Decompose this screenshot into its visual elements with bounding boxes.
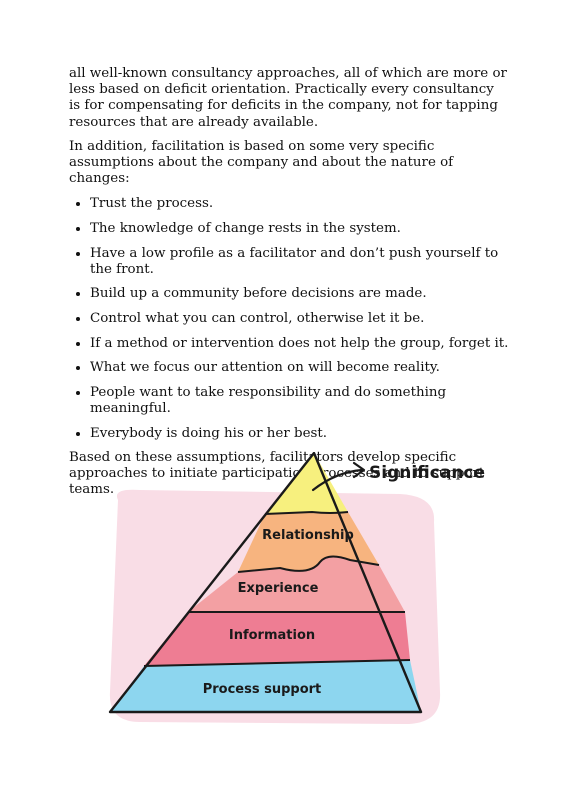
label-experience: Experience [238,581,319,596]
pyramid-level-information [144,612,410,666]
list-item: People want to take responsibility and d… [90,384,509,417]
assumptions-list: Trust the process. The knowledge of chan… [69,195,509,441]
pyramid-outline [108,452,423,714]
list-item: What we focus our attention on will beco… [90,359,509,376]
pyramid-level-process-support [110,660,421,712]
divider-line [264,510,349,515]
list-item: The knowledge of change rests in the sys… [90,220,509,237]
paragraph-assumptions-lead: In addition, facilitation is based on so… [69,138,454,187]
arrow-head-icon [352,461,366,479]
list-item: Everybody is doing his or her best. [90,425,509,442]
list-item: If a method or intervention does not hel… [90,335,509,352]
arrow-icon [311,468,364,492]
label-information: Information [229,628,315,643]
list-item: Control what you can control, otherwise … [90,310,509,327]
document-body: all well-known consultancy approaches, a… [69,66,509,506]
divider-line [237,555,380,573]
list-item: Build up a community before decisions ar… [90,285,509,302]
pyramid-figure: Significance Relationship Experience Inf… [100,452,520,732]
label-process-support: Process support [203,682,322,697]
pyramid-illustration: Significance Relationship Experience Inf… [108,452,485,724]
pyramid-apex [265,453,348,514]
list-item: Trust the process. [90,195,509,212]
divider-line [143,659,411,667]
label-significance: Significance [369,463,485,483]
label-relationship: Relationship [262,528,354,543]
pyramid-level-experience [188,556,405,612]
paragraph-intro: all well-known consultancy approaches, a… [69,66,507,130]
list-item: Have a low profile as a facilitator and … [90,245,509,278]
paragraph-conclusion: Based on these assumptions, facilitators… [69,449,485,498]
